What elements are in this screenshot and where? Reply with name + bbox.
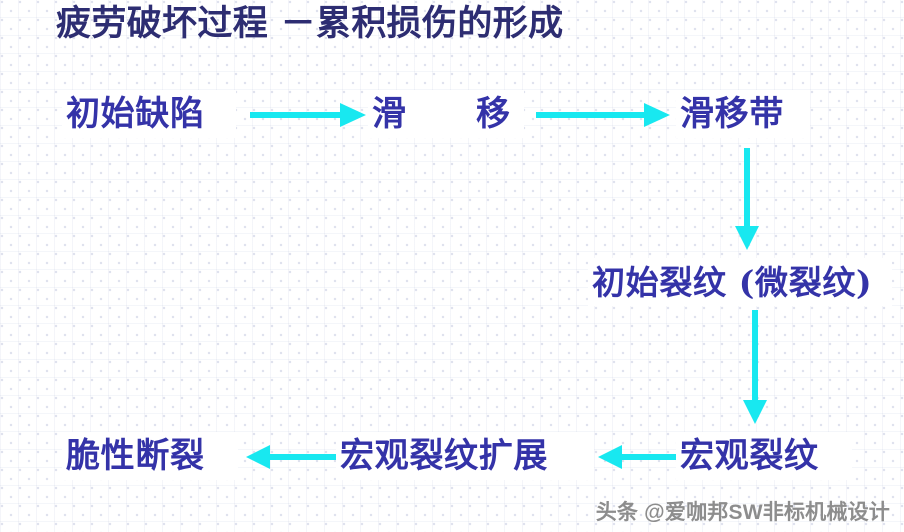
node-macro-crack-growth[interactable]: 宏观裂纹扩展: [336, 432, 594, 480]
node-brittle-fracture-label: 脆性断裂: [66, 436, 205, 476]
node-macro-crack[interactable]: 宏观裂纹: [676, 432, 852, 480]
node-slip-band-label: 滑移带: [680, 94, 785, 134]
watermark-text: 头条 @爱咖邦SW非标机械设计: [595, 501, 890, 524]
node-initial-defect-label: 初始缺陷: [66, 94, 205, 134]
node-initial-crack-label: 初始裂纹 (微裂纹): [592, 262, 873, 302]
node-macro-crack-label: 宏观裂纹: [680, 436, 819, 476]
node-brittle-fracture[interactable]: 脆性断裂: [62, 432, 238, 480]
node-macro-crack-growth-label: 宏观裂纹扩展: [340, 436, 549, 476]
arrow-macro-crack-to-macro-crack-growth: [598, 445, 680, 469]
page-title: 疲劳破坏过程 －累积损伤的形成: [56, 3, 564, 44]
arrow-slip-to-slip-band: [536, 103, 670, 127]
node-slip[interactable]: 滑 移: [368, 90, 524, 138]
arrow-initial-crack-to-macro-crack: [743, 310, 767, 424]
arrow-macro-crack-growth-to-brittle-fracture: [246, 445, 338, 469]
node-initial-crack[interactable]: 初始裂纹 (微裂纹): [588, 258, 892, 306]
node-slip-label: 滑 移: [372, 94, 511, 134]
node-initial-defect[interactable]: 初始缺陷: [62, 90, 236, 138]
node-slip-band[interactable]: 滑移带: [676, 90, 810, 138]
arrow-initial-defect-to-slip: [250, 103, 366, 127]
arrow-slip-band-to-initial-crack: [735, 148, 759, 250]
